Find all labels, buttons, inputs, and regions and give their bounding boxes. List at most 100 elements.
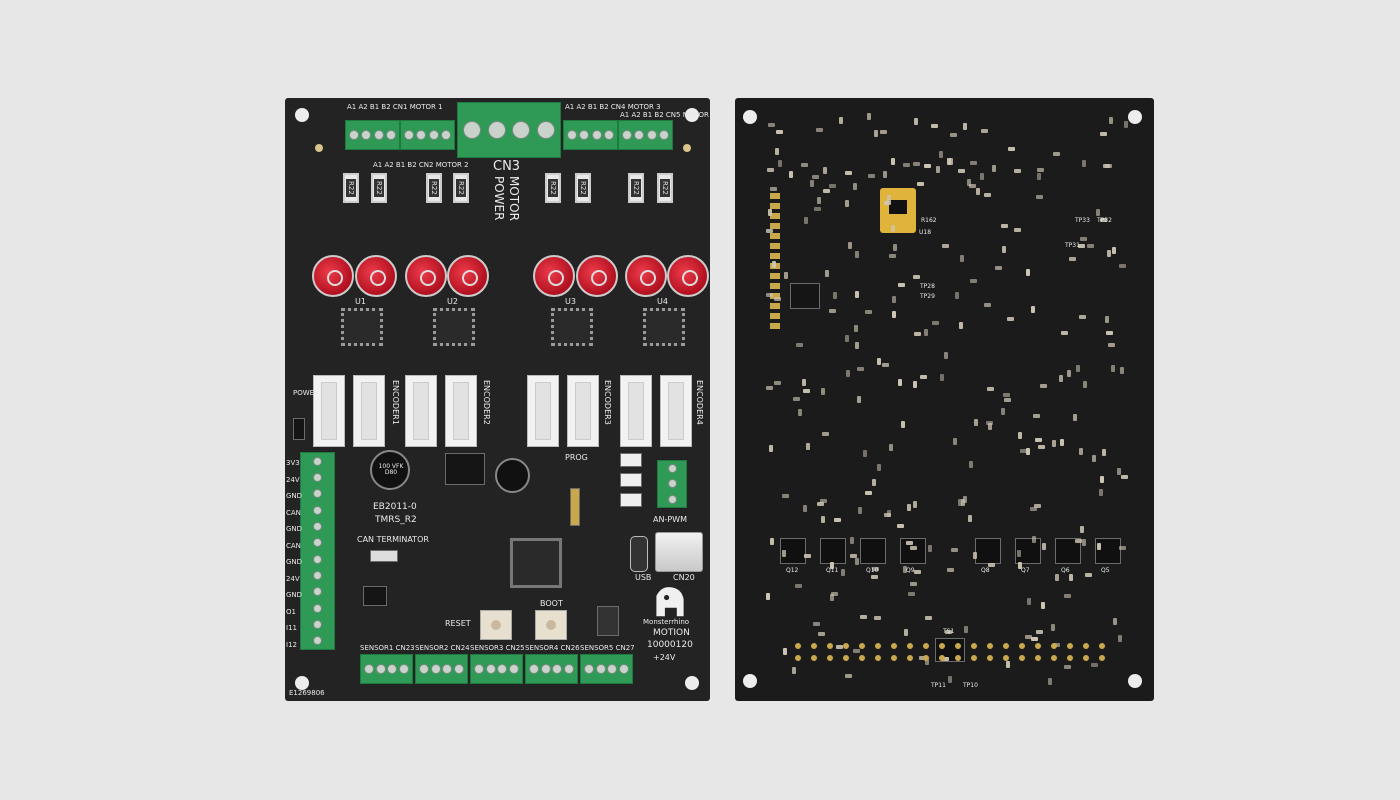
- test-point: [1067, 643, 1073, 649]
- sensor-terminal[interactable]: [525, 654, 578, 684]
- dip-switch[interactable]: [597, 606, 619, 636]
- smd-part: [881, 362, 889, 367]
- motor-label: MOTOR: [507, 176, 521, 221]
- smd-part: [1090, 663, 1098, 668]
- capacitor: [576, 255, 618, 297]
- test-point: [843, 655, 849, 661]
- jumper[interactable]: [293, 418, 305, 440]
- motor4-terminal[interactable]: [618, 120, 673, 150]
- pad: [683, 144, 691, 152]
- resistor-r6: R22: [575, 173, 591, 203]
- smd-part: [981, 128, 989, 133]
- smd-part: [1018, 561, 1022, 569]
- usb-c-port[interactable]: [655, 532, 703, 572]
- test-point: [795, 643, 801, 649]
- can-terminator-switch[interactable]: [370, 550, 398, 562]
- tp28-label: TP28: [920, 283, 935, 290]
- smd-part: [838, 117, 843, 124]
- board-id: EB2011-0: [373, 502, 417, 512]
- smd-part: [912, 380, 917, 388]
- mosfet: [790, 283, 820, 309]
- smd-part: [1035, 629, 1043, 634]
- capacitor: [405, 255, 447, 297]
- connector[interactable]: [527, 375, 559, 447]
- smd-part: [1006, 660, 1011, 668]
- smd-part: [859, 614, 867, 619]
- smd-part: [1040, 602, 1045, 610]
- smd-part: [1018, 431, 1023, 439]
- an-pwm-terminal[interactable]: [657, 460, 687, 508]
- micro-usb-port[interactable]: [630, 536, 648, 572]
- connector[interactable]: [353, 375, 385, 447]
- smd-part: [1081, 538, 1086, 546]
- smd-part: [958, 169, 966, 174]
- mosfet-label: Q9: [906, 567, 915, 574]
- test-point: [971, 643, 977, 649]
- supply-label: +24V: [653, 653, 676, 662]
- smd-part: [1042, 543, 1047, 551]
- test-point: [843, 643, 849, 649]
- smd-part: [1105, 316, 1110, 324]
- smd-part: [1099, 488, 1104, 496]
- sensor-terminal[interactable]: [360, 654, 413, 684]
- sensor-terminal[interactable]: [470, 654, 523, 684]
- smd-part: [888, 443, 893, 451]
- smd-part: [969, 183, 977, 188]
- smd-part: [770, 187, 778, 192]
- smd-part: [891, 224, 896, 232]
- smd-part: [1007, 147, 1015, 152]
- connector[interactable]: [660, 375, 692, 447]
- driver-ic-u1: [341, 308, 383, 346]
- smd-part: [855, 342, 860, 350]
- smd-part: [1017, 549, 1022, 557]
- reset-button[interactable]: [480, 610, 512, 640]
- test-point: [875, 655, 881, 661]
- io-terminal-left[interactable]: [300, 452, 335, 650]
- smd-part: [967, 515, 972, 523]
- connector[interactable]: [567, 375, 599, 447]
- smd-part: [1111, 247, 1116, 255]
- mounting-hole: [295, 676, 309, 690]
- smd-part: [766, 229, 774, 234]
- smd-part: [914, 117, 919, 125]
- smd-part: [855, 558, 860, 566]
- resistor-r8: R22: [657, 173, 673, 203]
- smd-part: [924, 657, 929, 665]
- motor-power-terminal[interactable]: [457, 102, 561, 158]
- sensor-terminal[interactable]: [415, 654, 468, 684]
- smd-part: [845, 369, 850, 377]
- smd-part: [913, 162, 921, 167]
- connector[interactable]: [620, 375, 652, 447]
- connector[interactable]: [405, 375, 437, 447]
- smd-part: [1003, 397, 1011, 402]
- sensor-terminal[interactable]: [580, 654, 633, 684]
- smd-part: [844, 200, 849, 208]
- smd-part: [944, 629, 952, 634]
- smd-part: [935, 165, 940, 173]
- prog-header[interactable]: [570, 488, 580, 526]
- pin-label: CAN: [286, 541, 301, 550]
- motor1-terminal[interactable]: [345, 120, 400, 150]
- motor3-terminal[interactable]: [563, 120, 618, 150]
- motor2-terminal[interactable]: [400, 120, 455, 150]
- smd-part: [804, 553, 812, 558]
- smd-part: [1074, 539, 1082, 543]
- smd-part: [1099, 476, 1104, 484]
- test-point: [1003, 643, 1009, 649]
- smd-part: [891, 310, 896, 318]
- smd-part: [903, 565, 907, 573]
- smd-part: [1061, 330, 1069, 335]
- connector[interactable]: [313, 375, 345, 447]
- test-point: [795, 655, 801, 661]
- smd-part: [1001, 407, 1006, 415]
- smd-part: [776, 130, 784, 135]
- boot-button[interactable]: [535, 610, 567, 640]
- capacitor: [667, 255, 709, 297]
- smd-part: [1108, 343, 1116, 348]
- smd-part: [1119, 367, 1124, 375]
- connector[interactable]: [445, 375, 477, 447]
- smd-part: [995, 265, 1003, 270]
- smd-part: [853, 325, 858, 333]
- mosfet: [1055, 538, 1081, 564]
- smd-part: [1119, 546, 1127, 551]
